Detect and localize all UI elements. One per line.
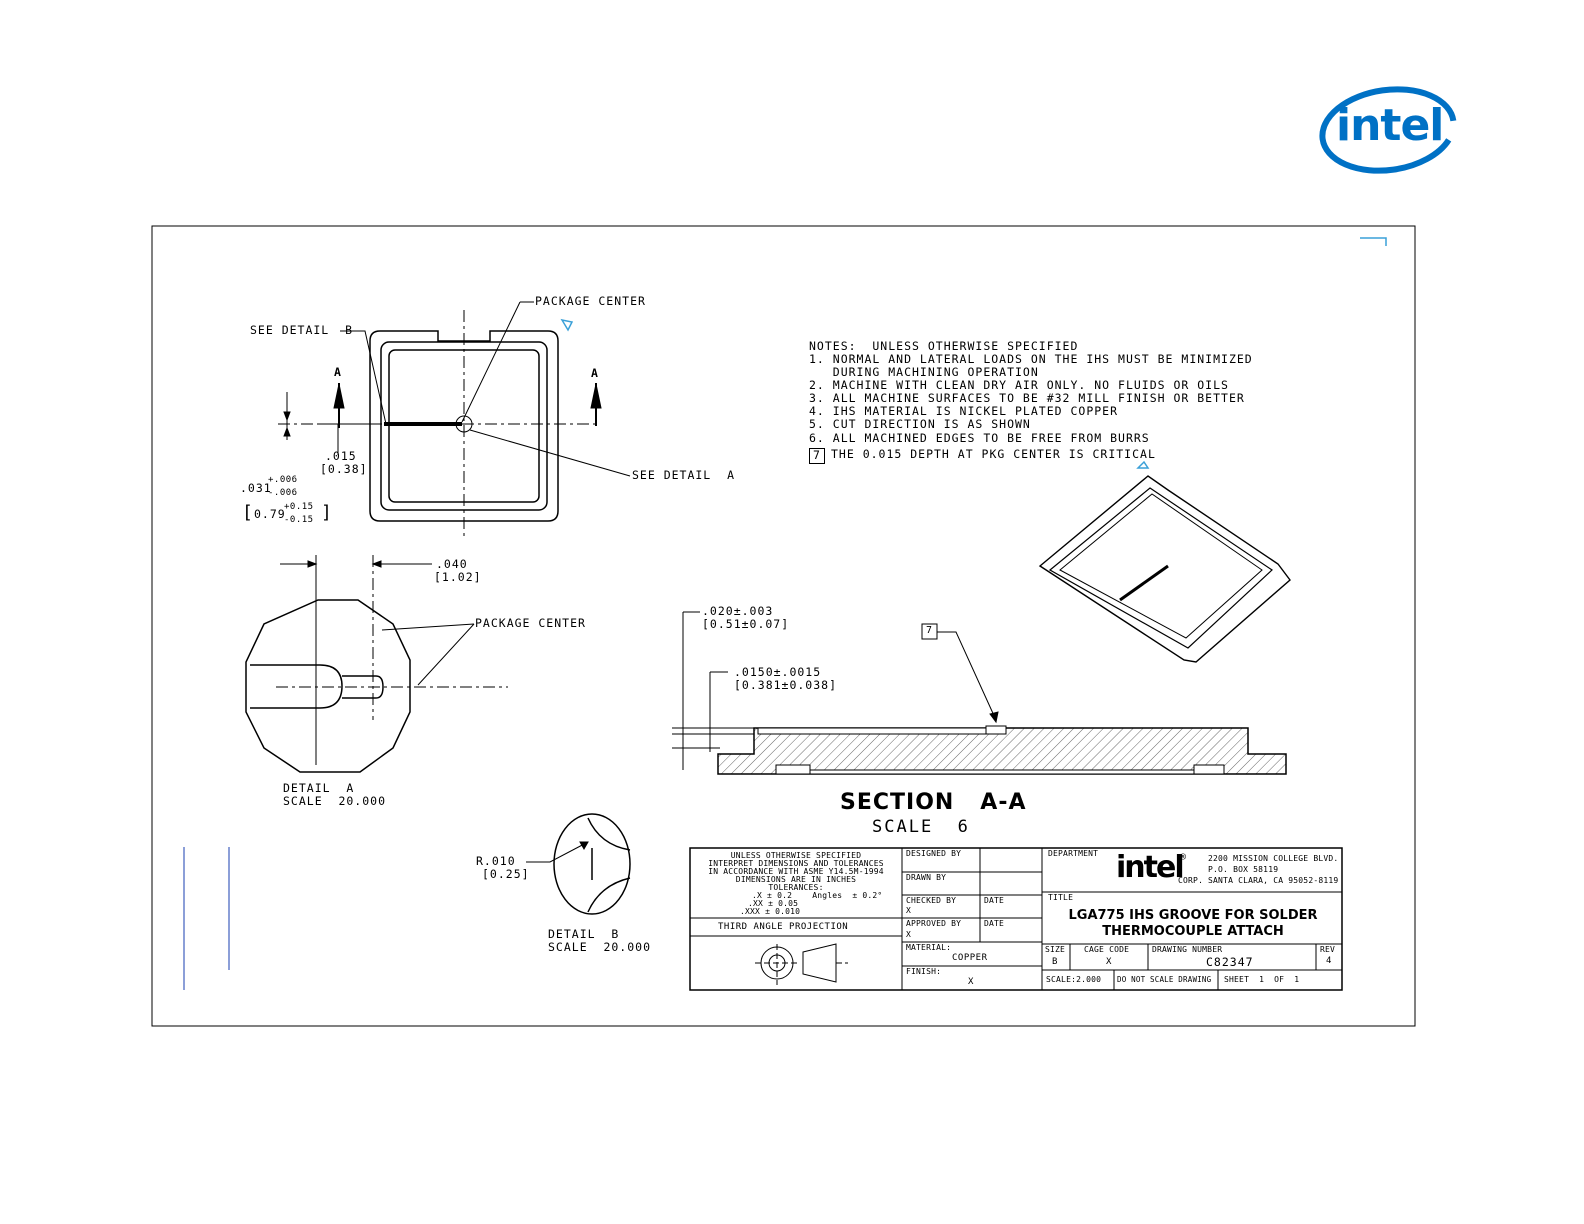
- detail-a-label: DETAIL A: [283, 781, 355, 795]
- approved-by-label: APPROVED BY: [906, 919, 962, 928]
- package-center-label: PACKAGE CENTER: [535, 294, 646, 308]
- note-line: DURING MACHINING OPERATION: [809, 365, 1039, 379]
- dim-040-mm: [1.02]: [434, 570, 482, 584]
- scale-value: SCALE:2.000: [1046, 975, 1102, 984]
- section-scale: SCALE 6: [872, 817, 970, 837]
- bracket-left: [: [242, 502, 253, 523]
- finish-value: X: [968, 977, 974, 987]
- tolerance-line: DIMENSIONS ARE IN INCHES: [735, 875, 857, 884]
- detail-b-radius: R.010: [476, 854, 516, 868]
- drawing-title-line-1: LGA775 IHS GROOVE FOR SOLDER: [1068, 908, 1318, 923]
- section-title: SECTION A-A: [840, 790, 1027, 815]
- section-mark-right: A: [591, 366, 599, 380]
- drawing-number-value: C82347: [1206, 955, 1254, 969]
- projection-label: THIRD ANGLE PROJECTION: [718, 922, 849, 932]
- tolerance-line: .XXX ± 0.010: [740, 907, 801, 916]
- dim-015: .015: [325, 449, 357, 463]
- address-line-1: 2200 MISSION COLLEGE BLVD.: [1208, 854, 1339, 863]
- title-label: TITLE: [1048, 893, 1074, 902]
- dim-0150: .0150±.0015: [734, 665, 822, 679]
- date-label-1: DATE: [984, 896, 1005, 905]
- note-line: 1. NORMAL AND LATERAL LOADS ON THE IHS M…: [809, 352, 1253, 366]
- tolerance-line: .XX ± 0.05: [748, 899, 799, 908]
- sheet-label: SHEET 1 OF 1: [1224, 975, 1300, 984]
- cage-code-value: X: [1106, 957, 1112, 967]
- size-label: SIZE: [1045, 945, 1066, 954]
- size-value: B: [1052, 957, 1058, 967]
- material-label: MATERIAL:: [906, 943, 952, 952]
- tolerance-line: IN ACCORDANCE WITH ASME Y14.5M-1994: [708, 867, 884, 876]
- detail-b-scale: SCALE 20.000: [548, 940, 652, 954]
- note7-text: THE 0.015 DEPTH AT PKG CENTER IS CRITICA…: [831, 447, 1156, 461]
- corp-label: CORP.: [1178, 876, 1204, 885]
- dim-079-tol-minus: -0.15: [284, 515, 314, 525]
- notes-heading: NOTES: UNLESS OTHERWISE SPECIFIED: [809, 339, 1079, 353]
- address-line-3: SANTA CLARA, CA 95052-8119: [1208, 876, 1339, 885]
- material-value: COPPER: [952, 953, 988, 963]
- dim-031: .031: [240, 481, 272, 495]
- intel-logo: intel: [1318, 84, 1458, 176]
- tolerance-line: .X ± 0.2 Angles ± 0.2°: [752, 891, 883, 900]
- note-line: 3. ALL MACHINE SURFACES TO BE #32 MILL F…: [809, 391, 1245, 405]
- designed-by-label: DESIGNED BY: [906, 849, 962, 858]
- detail-a-package-center: PACKAGE CENTER: [475, 616, 586, 630]
- approved-by-value: X: [906, 930, 912, 939]
- tolerance-line: UNLESS OTHERWISE SPECIFIED: [730, 851, 862, 860]
- dim-079: 0.79: [254, 507, 286, 521]
- dim-079-tol-plus: +0.15: [284, 502, 314, 512]
- do-not-scale-label: DO NOT SCALE DRAWING: [1117, 975, 1212, 984]
- dim-020: .020±.003: [702, 604, 774, 618]
- rev-label: REV: [1320, 945, 1336, 954]
- address-line-2: P.O. BOX 58119: [1208, 865, 1279, 874]
- checked-by-value: X: [906, 906, 912, 915]
- tolerance-line: TOLERANCES:: [768, 883, 824, 892]
- detail-a-scale: SCALE 20.000: [283, 794, 387, 808]
- detail-b-radius-mm: [0.25]: [482, 867, 530, 881]
- dim-031-tol-minus: -.006: [268, 488, 298, 498]
- intel-logo-swoosh: [1319, 86, 1457, 174]
- see-detail-b-label: SEE DETAIL B: [250, 323, 354, 337]
- department-label: DEPARTMENT: [1048, 849, 1099, 858]
- note-line: 2. MACHINE WITH CLEAN DRY AIR ONLY. NO F…: [809, 378, 1229, 392]
- note-line: 4. IHS MATERIAL IS NICKEL PLATED COPPER: [809, 404, 1119, 418]
- finish-label: FINISH:: [906, 967, 942, 976]
- checked-by-label: CHECKED BY: [906, 896, 957, 905]
- dim-031-tol-plus: +.006: [268, 475, 298, 485]
- drawn-by-label: DRAWN BY: [906, 873, 947, 882]
- rev-value: 4: [1326, 956, 1332, 966]
- cage-code-label: CAGE CODE: [1084, 945, 1130, 954]
- registered-mark: ®: [1180, 852, 1187, 863]
- drawing-number-label: DRAWING NUMBER: [1152, 945, 1223, 954]
- section-callout: 7: [926, 625, 934, 636]
- bracket-right: ]: [321, 502, 332, 523]
- dim-0150-mm: [0.381±0.038]: [734, 678, 838, 692]
- see-detail-a-label: SEE DETAIL A: [632, 468, 736, 482]
- note7-box: 7: [809, 448, 825, 464]
- intel-logo-text: intel: [1336, 100, 1444, 151]
- dim-020-mm: [0.51±0.07]: [702, 617, 790, 631]
- title-block-intel-logo: intel: [1116, 850, 1185, 885]
- drawing-title-line-2: THERMOCOUPLE ATTACH: [1102, 924, 1284, 939]
- dim-015-mm: [0.38]: [320, 462, 368, 476]
- note-line: 5. CUT DIRECTION IS AS SHOWN: [809, 417, 1031, 431]
- detail-b-label: DETAIL B: [548, 927, 620, 941]
- dim-040: .040: [436, 557, 468, 571]
- note-line: 6. ALL MACHINED EDGES TO BE FREE FROM BU…: [809, 431, 1150, 445]
- date-label-2: DATE: [984, 919, 1005, 928]
- tolerance-line: INTERPRET DIMENSIONS AND TOLERANCES: [708, 859, 884, 868]
- section-mark-left: A: [334, 365, 342, 379]
